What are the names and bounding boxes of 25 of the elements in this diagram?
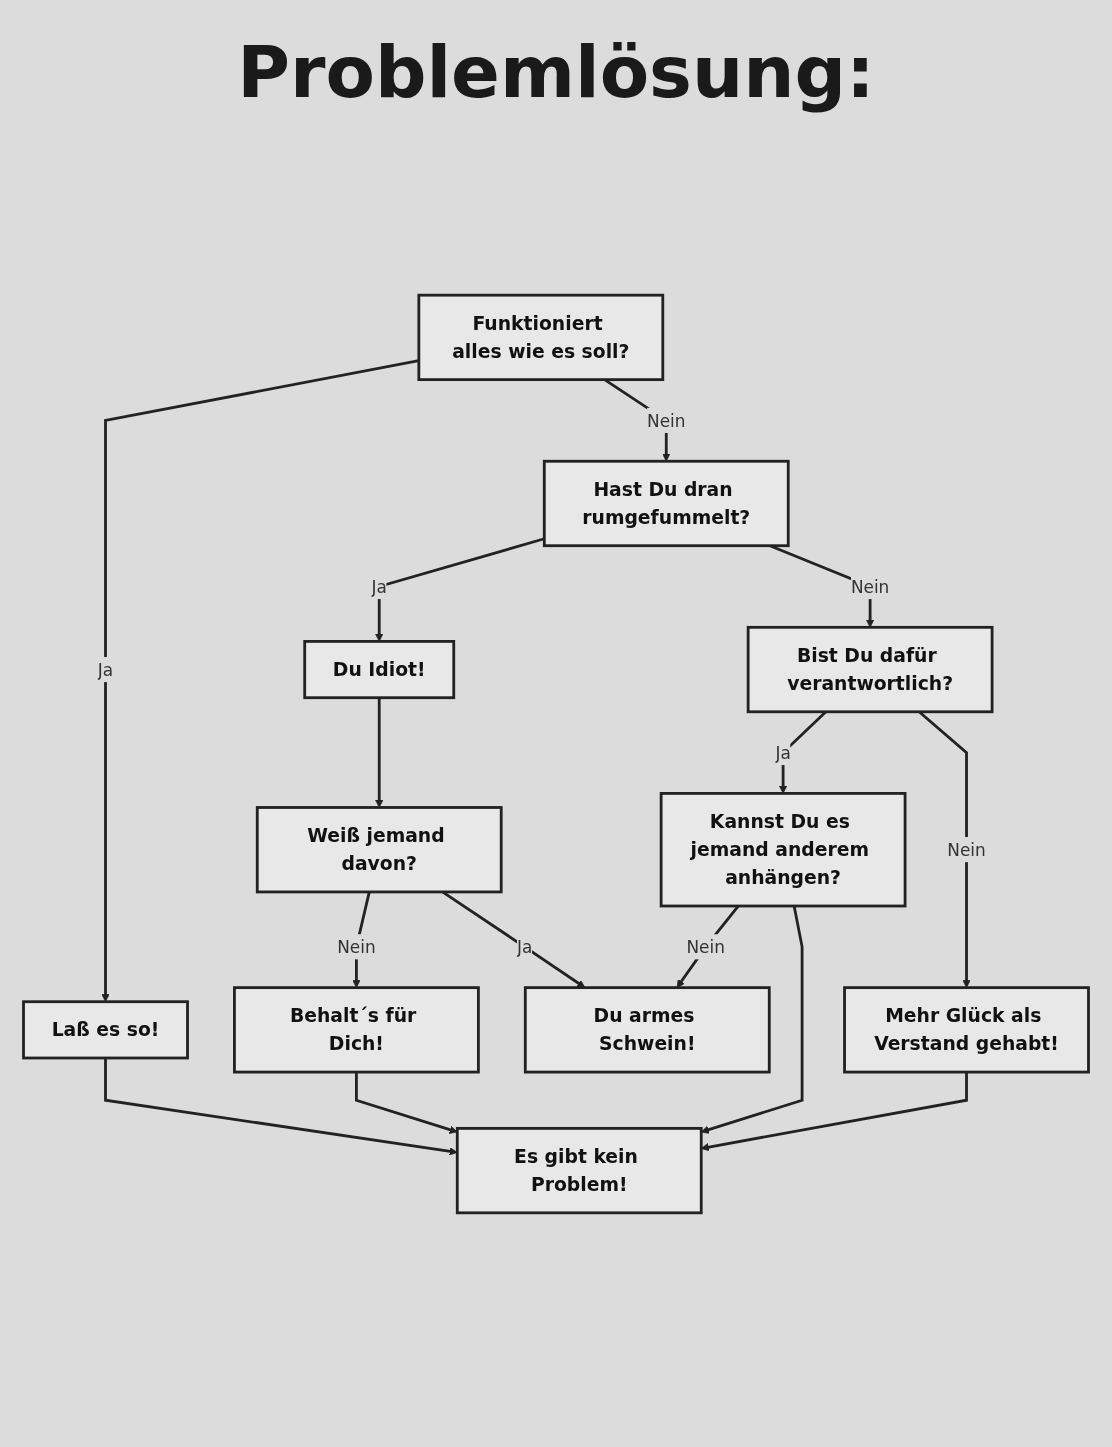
node-box: Laß es so!: [22, 1000, 189, 1060]
node-box: Du armes Schwein!: [523, 986, 771, 1074]
edge-label: Ja: [371, 576, 387, 597]
node-box: Du Idiot!: [303, 640, 456, 700]
node-box: Hast Du dran rumgefummelt?: [542, 459, 790, 548]
arrow: [104, 1058, 458, 1156]
arrow: [375, 697, 384, 808]
node-box: Mehr Glück als Verstand gehabt!: [843, 986, 1090, 1074]
arrow: [355, 1072, 458, 1134]
edge-label: Nein: [647, 410, 686, 431]
edge-label: Ja: [97, 659, 114, 680]
node-box: Behalt´s für Dich!: [233, 986, 480, 1074]
node-box: Funktioniert alles wie es soll?: [417, 293, 665, 382]
edge-label: Nein: [850, 576, 890, 597]
edge-label: Ja: [775, 742, 791, 763]
arrow: [375, 537, 545, 642]
node-box: Bist Du dafür verantwortlich?: [746, 625, 994, 714]
edge-label: Ja: [517, 936, 533, 957]
node-box: Es gibt kein Problem!: [455, 1126, 703, 1215]
node-box: Kannst Du es jemand anderem anhängen?: [659, 792, 907, 908]
edge-label: Nein: [337, 936, 376, 957]
edge-label: Nein: [947, 839, 986, 860]
diagram-title: Problemlösung:: [236, 30, 876, 114]
node-box: Weiß jemand davon?: [255, 806, 503, 894]
edge-label: Nein: [686, 936, 725, 957]
